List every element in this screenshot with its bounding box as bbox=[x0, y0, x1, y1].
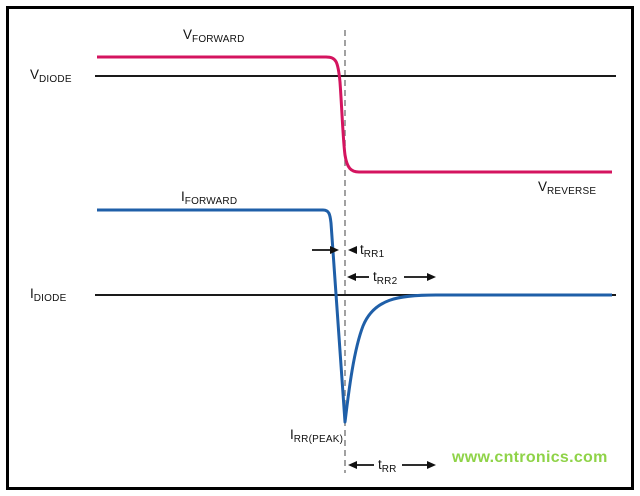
watermark: www.cntronics.com bbox=[452, 449, 608, 466]
v-diode-sub: DIODE bbox=[39, 74, 72, 85]
v-diode-label: VDIODE bbox=[30, 66, 72, 85]
t-rr-sub: RR bbox=[381, 464, 397, 475]
t-rr-label: tRR bbox=[378, 456, 397, 475]
i-rr-peak-base: I bbox=[290, 427, 294, 442]
i-forward-base: I bbox=[181, 189, 185, 204]
t-rr2-arrows bbox=[347, 273, 436, 281]
i-rr-peak-label: IRR(PEAK) bbox=[290, 426, 343, 445]
t-rr-base: t bbox=[378, 457, 382, 472]
arrow-right-icon bbox=[427, 273, 436, 281]
v-forward-label: VFORWARD bbox=[183, 26, 245, 45]
v-forward-sub: FORWARD bbox=[192, 34, 245, 45]
t-rr1-label: tRR1 bbox=[360, 241, 384, 260]
t-rr2-label: tRR2 bbox=[373, 268, 397, 287]
t-rr1-sub: RR1 bbox=[363, 249, 385, 260]
i-rr-peak-sub: RR(PEAK) bbox=[293, 434, 344, 445]
current-waveform-trace bbox=[97, 208, 612, 424]
arrow-left-icon bbox=[347, 273, 356, 281]
t-rr2-base: t bbox=[373, 269, 377, 284]
v-forward-base: V bbox=[183, 27, 193, 42]
i-forward-sub: FORWARD bbox=[184, 196, 238, 207]
i-diode-label: IDIODE bbox=[30, 285, 66, 304]
t-rr1-arrows bbox=[312, 246, 357, 254]
v-reverse-sub: REVERSE bbox=[547, 186, 597, 197]
t-rr2-sub: RR2 bbox=[376, 276, 398, 287]
v-diode-base: V bbox=[30, 67, 40, 82]
t-rr1-base: t bbox=[360, 242, 364, 257]
arrow-right-icon bbox=[427, 461, 436, 469]
arrow-right-icon bbox=[330, 246, 339, 254]
i-forward-label: IFORWARD bbox=[181, 188, 237, 207]
v-reverse-label: VREVERSE bbox=[538, 178, 596, 197]
arrow-left-icon bbox=[348, 461, 357, 469]
i-diode-sub: DIODE bbox=[33, 293, 67, 304]
i-diode-base: I bbox=[30, 286, 34, 301]
t-rr-arrows bbox=[348, 461, 436, 469]
v-reverse-base: V bbox=[538, 179, 548, 194]
voltage-waveform-trace bbox=[97, 55, 612, 174]
arrow-left-icon bbox=[348, 246, 357, 254]
